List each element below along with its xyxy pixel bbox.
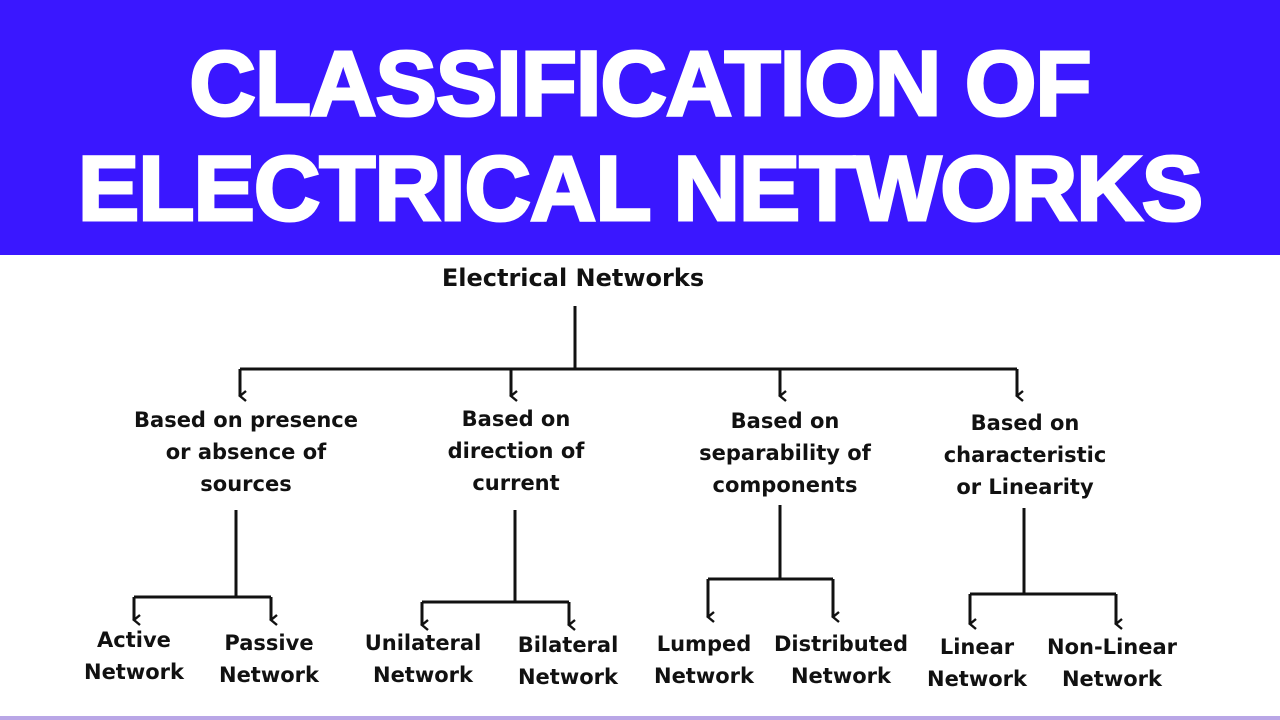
leaf-text-line: Network bbox=[372, 663, 474, 687]
leaf-node-active: Active Network bbox=[84, 624, 184, 688]
root-node: Electrical Networks bbox=[441, 264, 705, 292]
leaf-text-line: Distributed bbox=[773, 632, 909, 656]
leaf-text-line: Bilateral bbox=[517, 633, 619, 657]
leaf-text-line: Passive bbox=[224, 631, 314, 655]
title-banner: CLASSIFICATION OF ELECTRICAL NETWORKS bbox=[0, 0, 1280, 255]
leaf-node-passive: Passive Network bbox=[219, 627, 319, 691]
leaf-node-lumped: Lumped Network bbox=[654, 628, 754, 692]
leaf-node-linear: Linear Network bbox=[927, 631, 1027, 695]
category-text-line: or absence of bbox=[165, 440, 327, 464]
category-text-line: Based on bbox=[970, 411, 1080, 435]
leaf-text-line: Network bbox=[1061, 667, 1162, 691]
leaf-text-line: Non-Linear bbox=[1047, 635, 1177, 659]
leaf-node-bilateral: Bilateral Network bbox=[518, 629, 619, 693]
category-text-line: characteristic bbox=[943, 443, 1107, 467]
category-text-line: Based on bbox=[461, 407, 571, 431]
bottom-border bbox=[0, 716, 1280, 720]
category-text-line: Based on presence bbox=[134, 408, 358, 432]
leaf-text-line: Network bbox=[517, 665, 618, 689]
leaf-node-distributed: Distributed Network bbox=[774, 628, 908, 692]
leaf-node-unilateral: Unilateral Network bbox=[365, 627, 482, 691]
category-text-line: or Linearity bbox=[956, 475, 1094, 499]
leaf-text-line: Network bbox=[926, 667, 1028, 691]
leaf-node-non-linear: Non-Linear Network bbox=[1047, 631, 1177, 695]
leaf-text-line: Linear bbox=[939, 635, 1015, 659]
category-text-line: components bbox=[712, 473, 858, 497]
leaf-text-line: Network bbox=[83, 660, 185, 684]
category-text-line: current bbox=[472, 471, 560, 495]
category-text-line: Based on bbox=[730, 409, 840, 433]
category-text-line: direction of bbox=[447, 439, 585, 463]
leaf-text-line: Network bbox=[653, 664, 755, 688]
leaf-text-line: Network bbox=[218, 663, 320, 687]
category-node-direction: Based on direction of current bbox=[448, 403, 585, 499]
leaf-text-line: Unilateral bbox=[364, 631, 482, 655]
leaf-text-line: Active bbox=[97, 628, 171, 652]
leaf-text-line: Network bbox=[790, 664, 891, 688]
category-node-separability: Based on separability of components bbox=[699, 405, 871, 501]
category-node-sources: Based on presence or absence of sources bbox=[134, 404, 358, 500]
category-node-linearity: Based on characteristic or Linearity bbox=[944, 407, 1107, 503]
category-text-line: separability of bbox=[699, 441, 871, 465]
title-line-2: ELECTRICAL NETWORKS bbox=[76, 138, 1204, 240]
title-line-1: CLASSIFICATION OF bbox=[188, 33, 1093, 135]
leaf-text-line: Lumped bbox=[656, 632, 752, 656]
category-text-line: sources bbox=[200, 472, 292, 496]
